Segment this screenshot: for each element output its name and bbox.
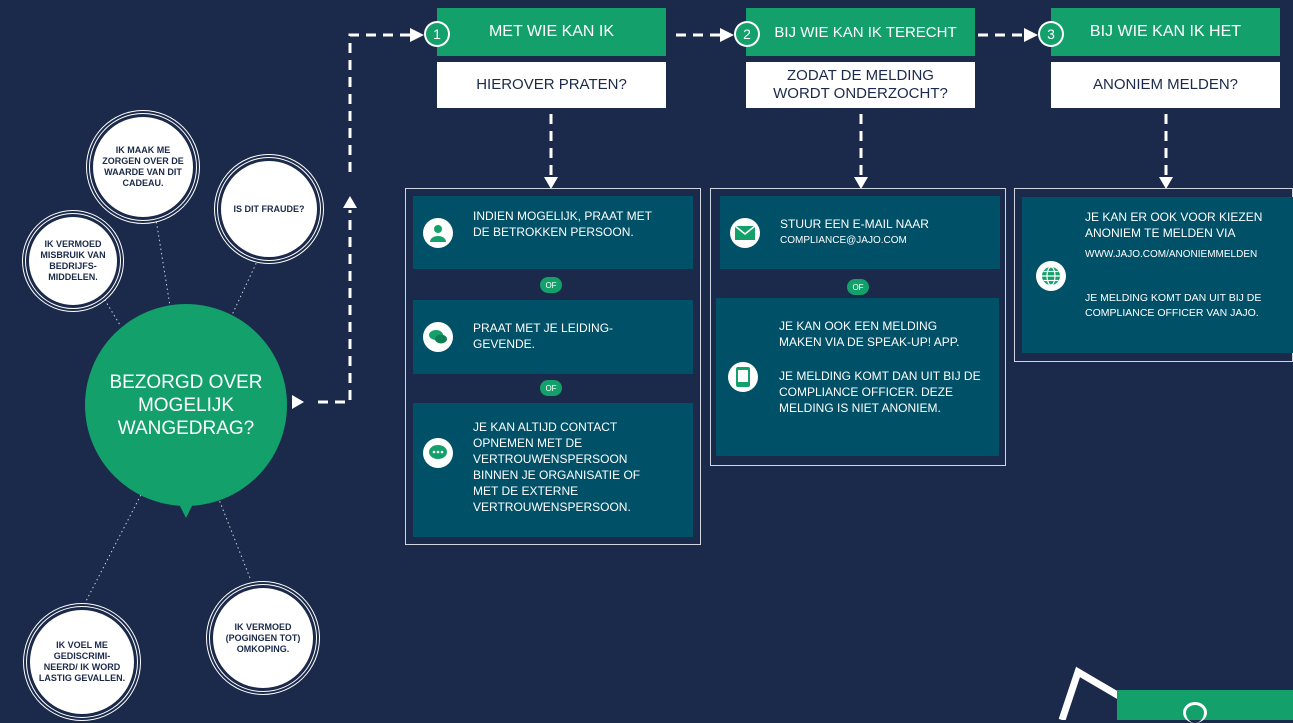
concern-connector bbox=[99, 291, 121, 326]
arrowhead bbox=[544, 177, 558, 189]
step-3-subtitle: ANONIEM MELDEN? bbox=[1051, 62, 1280, 108]
option-text: STUUR EEN E-MAIL NAAR bbox=[780, 217, 929, 231]
option-text: JE KAN ER OOK VOOR KIEZEN ANONIEM TE MEL… bbox=[1085, 210, 1263, 240]
option-detail: JE MELDING KOMT DAN UIT BIJ DE COMPLIANC… bbox=[779, 369, 981, 415]
flow-dashed-line bbox=[318, 210, 352, 404]
option-text: JE KAN OOK EEN MELDING MAKEN VIA DE SPEA… bbox=[779, 319, 960, 349]
step-2-option-email: STUUR EEN E-MAIL NAAR COMPLIANCE@JAJO.CO… bbox=[720, 196, 1000, 269]
arrowhead bbox=[1159, 177, 1173, 189]
option-text: INDIEN MOGELIJK, PRAAT MET DE BETROKKEN … bbox=[473, 209, 652, 239]
step-2-subtitle: ZODAT DE MELDING WORDT ONDERZOCHT? bbox=[746, 62, 975, 108]
step-1-option-confidant: JE KAN ALTIJD CONTACT OPNEMEN MET DE VER… bbox=[413, 403, 693, 537]
option-text: JE KAN ALTIJD CONTACT OPNEMEN MET DE VER… bbox=[473, 420, 641, 514]
concern-connector bbox=[154, 212, 171, 307]
person-icon bbox=[423, 218, 453, 248]
or-separator: OF bbox=[540, 380, 562, 396]
step-3-option-anonymous: JE KAN ER OOK VOOR KIEZEN ANONIEM TE MEL… bbox=[1022, 197, 1293, 353]
arrowhead bbox=[343, 196, 357, 208]
partial-icon bbox=[1183, 702, 1207, 723]
step-1-title: MET WIE KAN IK bbox=[437, 8, 666, 56]
or-separator: OF bbox=[847, 279, 869, 295]
envelope-icon bbox=[730, 218, 760, 248]
step-1-subtitle: HIEROVER PRATEN? bbox=[437, 62, 666, 108]
arrowhead bbox=[292, 395, 304, 409]
email-address: COMPLIANCE@JAJO.COM bbox=[780, 235, 907, 246]
concern-bubble-fraud: IS DIT FRAUDE? bbox=[221, 161, 317, 257]
step-1-options-frame bbox=[405, 188, 701, 545]
chat-bubbles-icon bbox=[423, 322, 453, 352]
concern-bubble-misuse: IK VERMOED MISBRUIK VAN BEDRIJFS-MIDDELE… bbox=[29, 217, 117, 305]
step-3-number-badge: 3 bbox=[1040, 23, 1062, 45]
arrowhead bbox=[1024, 28, 1038, 42]
step-2-option-app: JE KAN OOK EEN MELDING MAKEN VIA DE SPEA… bbox=[716, 298, 999, 456]
concern-bubble-discrimination: IK VOEL ME GEDISCRIMI-NEERD/ IK WORD LAS… bbox=[30, 610, 134, 714]
step-3-title: BIJ WIE KAN IK HET bbox=[1051, 8, 1280, 56]
option-text: PRAAT MET JE LEIDING-GEVENDE. bbox=[473, 321, 614, 351]
anonymous-report-url: WWW.JAJO.COM/ANONIEMMELDEN bbox=[1085, 249, 1258, 260]
concern-bubble-gift: IK MAAK ME ZORGEN OVER DE WAARDE VAN DIT… bbox=[93, 117, 193, 217]
main-bubble-tail bbox=[176, 498, 196, 518]
concern-connector bbox=[84, 486, 146, 604]
concern-connector bbox=[231, 254, 261, 316]
concern-connector bbox=[217, 496, 251, 579]
flow-dashed-line bbox=[348, 33, 420, 172]
step-1-number-badge: 1 bbox=[426, 23, 448, 45]
arrowhead bbox=[410, 28, 424, 42]
globe-icon bbox=[1036, 261, 1066, 291]
arrowhead bbox=[854, 177, 868, 189]
step-1-option-person: INDIEN MOGELIJK, PRAAT MET DE BETROKKEN … bbox=[413, 196, 693, 269]
step-2-options-frame bbox=[710, 188, 1006, 466]
speech-bubble-icon bbox=[423, 438, 453, 468]
partial-green-panel bbox=[1117, 690, 1293, 723]
option-detail: JE MELDING KOMT DAN UIT BIJ DE COMPLIANC… bbox=[1085, 292, 1262, 319]
smartphone-icon bbox=[728, 362, 758, 392]
or-separator: OF bbox=[540, 277, 562, 293]
arrowhead bbox=[720, 28, 734, 42]
concern-bubble-bribery: IK VERMOED (POGINGEN TOT) OMKOPING. bbox=[213, 588, 313, 688]
main-question-bubble: BEZORGD OVER MOGELIJK WANGEDRAG? bbox=[85, 304, 287, 506]
step-2-title: BIJ WIE KAN IK TERECHT bbox=[746, 8, 975, 56]
step-1-option-manager: PRAAT MET JE LEIDING-GEVENDE. bbox=[413, 300, 693, 374]
step-2-number-badge: 2 bbox=[736, 23, 758, 45]
